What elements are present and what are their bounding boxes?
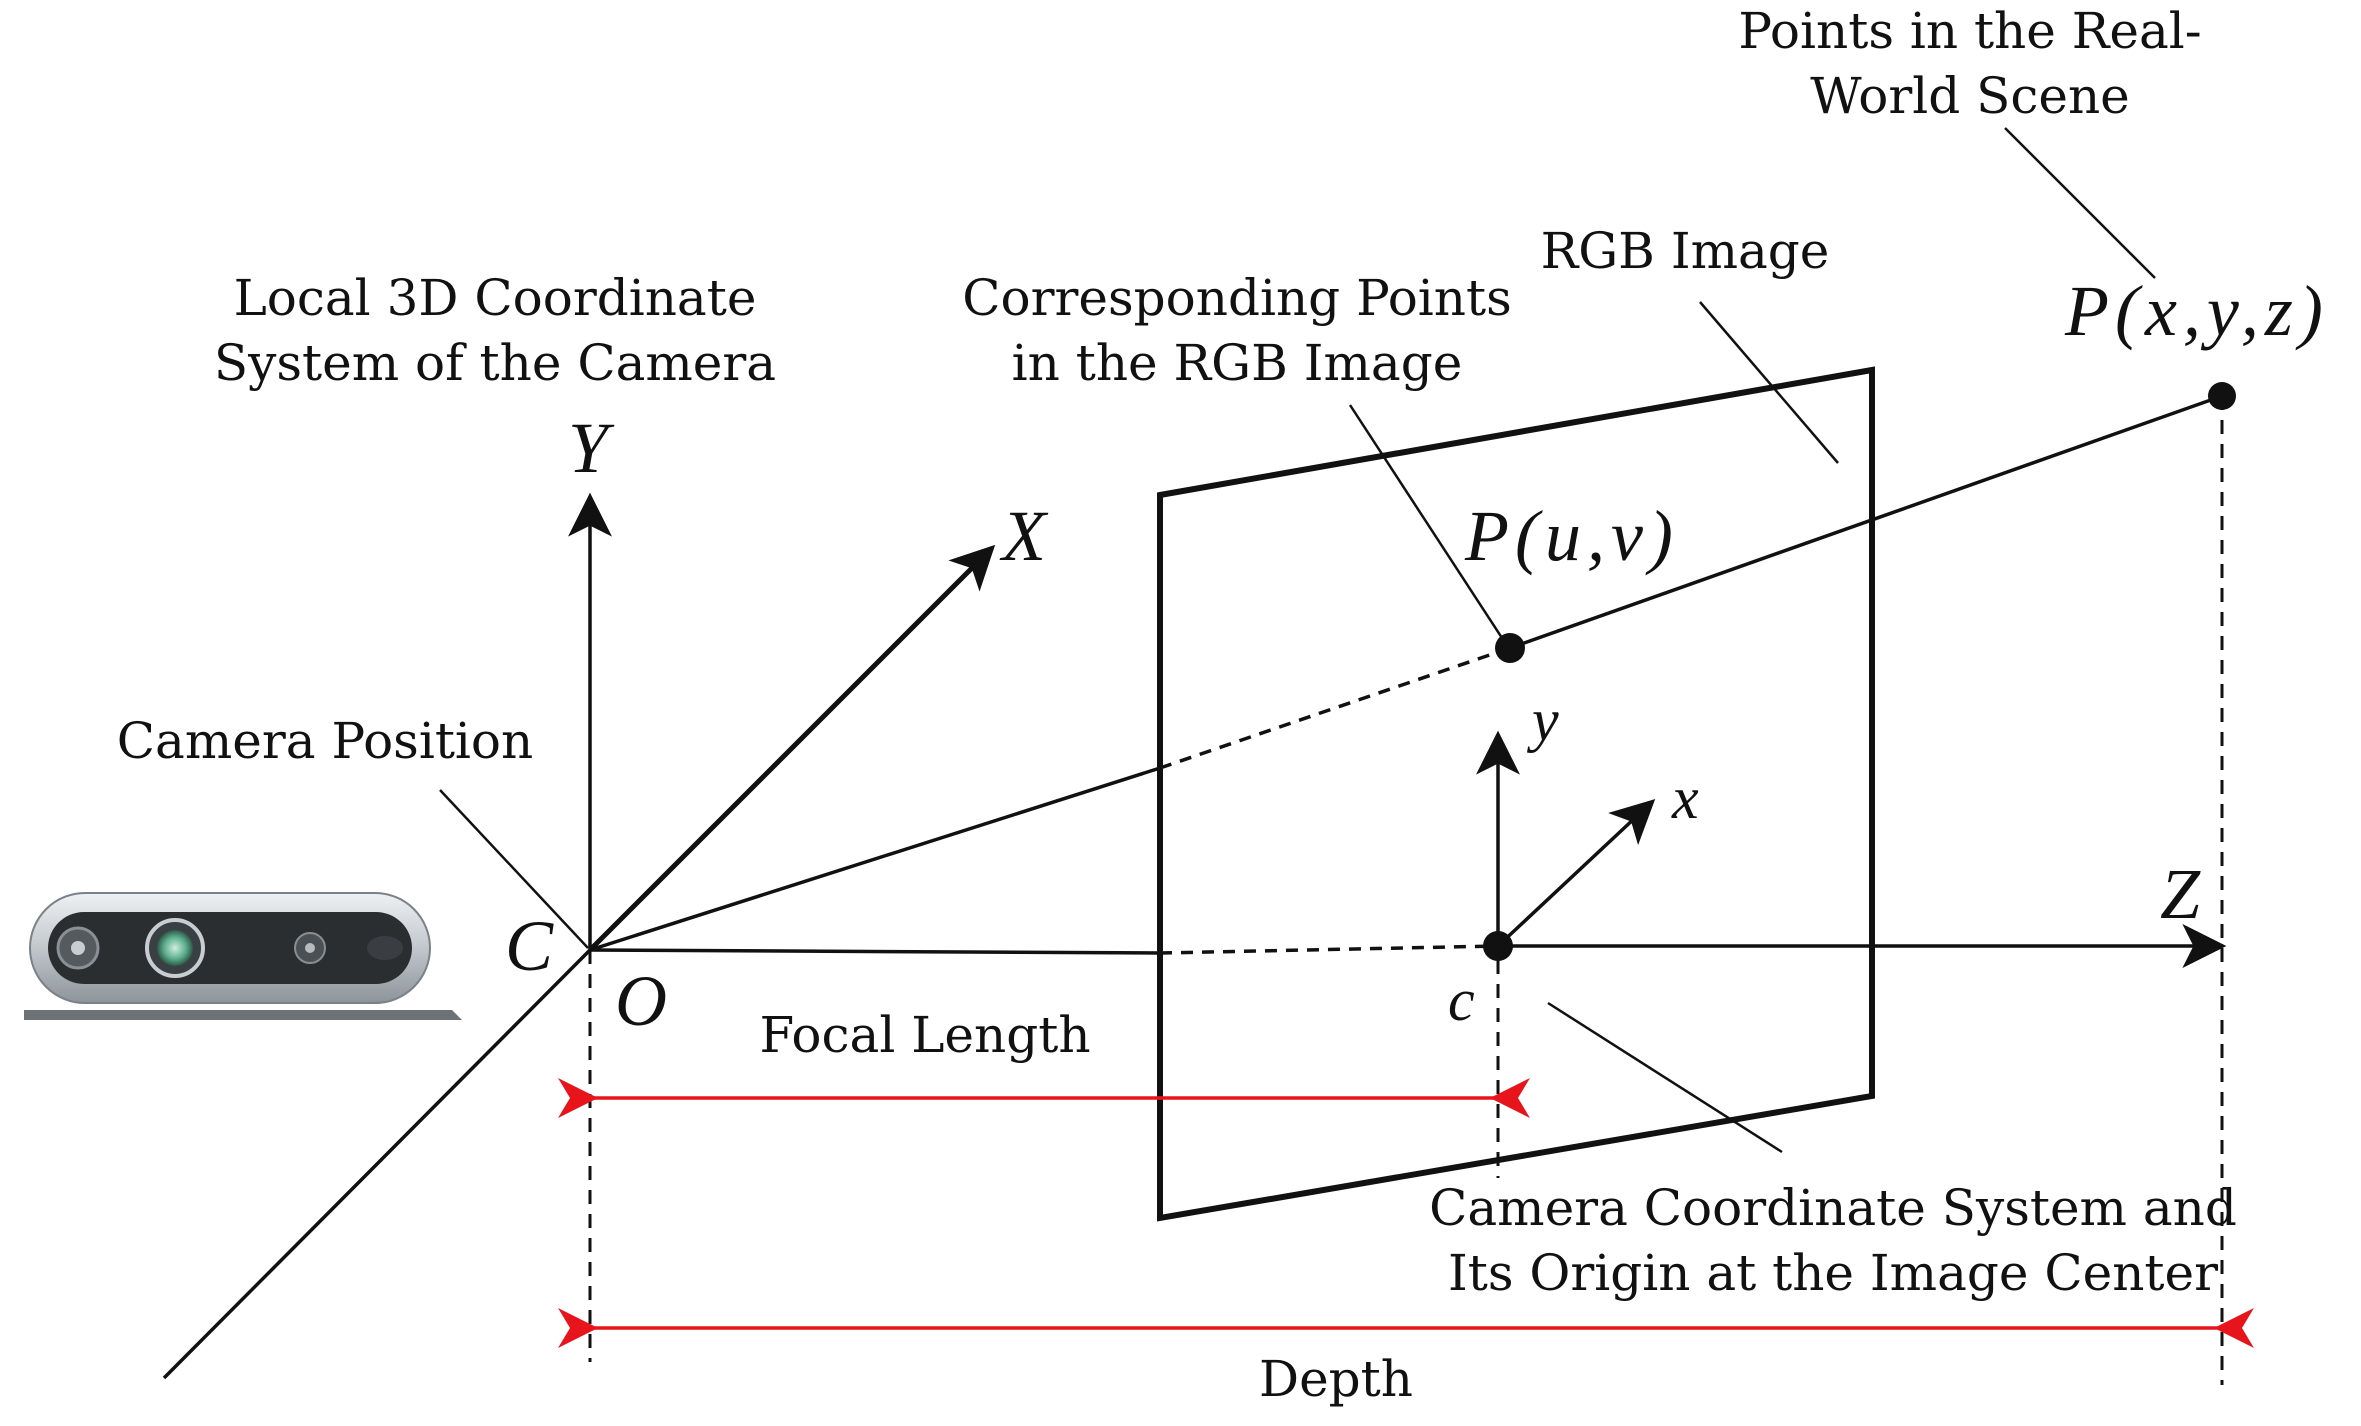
x-axis-world-label: X: [999, 496, 1049, 576]
camera-coord-label-line2: Its Origin at the Image Center: [1448, 1244, 2218, 1302]
focal-length-label: Focal Length: [759, 1006, 1090, 1064]
image-center-label: c: [1448, 967, 1475, 1033]
z-axis-world-label: Z: [2160, 854, 2201, 934]
back-diagonal-line: [162, 948, 592, 1380]
real-world-points-label-line2: World Scene: [1810, 67, 2130, 125]
image-center-dot: [1483, 931, 1513, 961]
camera-coord-leader: [1547, 1001, 1783, 1154]
corresponding-points-label-line2: in the RGB Image: [1012, 334, 1463, 392]
dimension-arrows: [558, 1078, 2254, 1348]
local-3d-label-line2: System of the Camera: [214, 334, 776, 392]
world-point-symbol: P(x,y,z): [2064, 271, 2329, 351]
camera-position-leader: [439, 789, 589, 949]
projection-ray: [589, 394, 2223, 952]
camera-center-label: C: [505, 906, 554, 986]
y-axis-image-label: y: [1526, 687, 1559, 753]
world-point-dot: [2208, 382, 2236, 410]
camera-position-label: Camera Position: [117, 712, 533, 770]
x-axis-world: [588, 544, 996, 952]
x-axis-image-label: x: [1671, 765, 1699, 831]
local-3d-label-line1: Local 3D Coordinate: [234, 269, 757, 327]
rgb-image-leader: [1699, 301, 1839, 464]
dimension-guides: [588, 396, 2224, 1385]
x-axis-image: [1496, 798, 1656, 948]
depth-camera-icon: [24, 892, 462, 1020]
image-axes: [1476, 730, 1656, 948]
z-axis-world: [589, 924, 2227, 968]
depth-label: Depth: [1259, 1350, 1413, 1408]
image-point-dot: [1495, 633, 1525, 663]
corresponding-points-label-line1: Corresponding Points: [962, 269, 1512, 327]
math-symbols: P(x,y,z) P(u,v) Y X Z C O c y x: [505, 271, 2329, 1041]
real-world-leader: [2004, 127, 2156, 279]
corresponding-leader: [1348, 404, 1504, 639]
rgb-image-plane: [1157, 366, 1875, 1222]
origin-label: O: [615, 961, 667, 1041]
world-axes: [162, 492, 996, 1380]
text-labels: Points in the Real- World Scene RGB Imag…: [117, 2, 2237, 1408]
rgb-image-label: RGB Image: [1541, 222, 1830, 280]
image-point-symbol: P(u,v): [1464, 496, 1679, 576]
camera-coord-label-line1: Camera Coordinate System and: [1429, 1179, 2237, 1237]
leader-lines: [1348, 127, 2156, 1154]
real-world-points-label-line1: Points in the Real-: [1738, 2, 2201, 60]
y-axis-world-label: Y: [568, 408, 615, 488]
